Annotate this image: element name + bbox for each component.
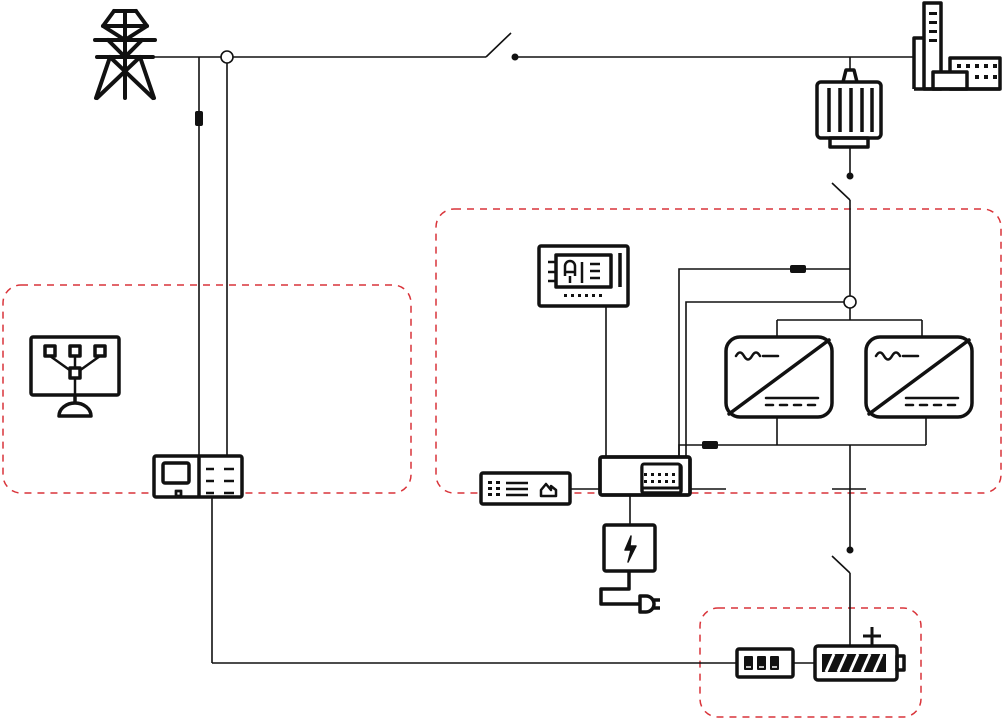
- switch-blade-main: [485, 32, 512, 58]
- voltage-tap-circle: [843, 295, 857, 309]
- wiring: [150, 32, 927, 664]
- charger-icon: [599, 523, 657, 606]
- meter-cabinet-icon: [152, 454, 244, 499]
- ct-line-lower: [678, 444, 777, 495]
- switch-contact-lower: [846, 546, 854, 554]
- hmi-panel-icon: [537, 244, 630, 308]
- conversion-group-border: [435, 208, 1002, 494]
- factory-icon: [912, 1, 1002, 91]
- switch-blade-upper: [831, 182, 851, 201]
- switch-contact-main: [511, 53, 519, 61]
- transformer-icon: [815, 68, 883, 149]
- switch-blade-lower: [831, 555, 851, 574]
- network-router-icon: [479, 471, 572, 506]
- inverter-icon: [864, 335, 974, 419]
- inverter-icon: [724, 335, 834, 419]
- junctions: [195, 50, 857, 554]
- meter-knob-icon: [174, 489, 183, 498]
- voltage-line: [685, 301, 844, 456]
- battery-icon: [813, 627, 906, 682]
- ct-marker-upper: [790, 265, 806, 273]
- plug-icon: [638, 594, 660, 614]
- battery-module-icon: [735, 647, 795, 679]
- monitoring-screen-icon: [29, 335, 121, 418]
- transmission-tower-icon: [93, 9, 157, 100]
- ct-marker-lower: [702, 441, 718, 449]
- ct-marker-left: [195, 111, 203, 126]
- energy-controller-detail-icon: [598, 455, 692, 497]
- switch-contact-upper: [846, 172, 854, 180]
- bus-node-circle: [220, 50, 234, 64]
